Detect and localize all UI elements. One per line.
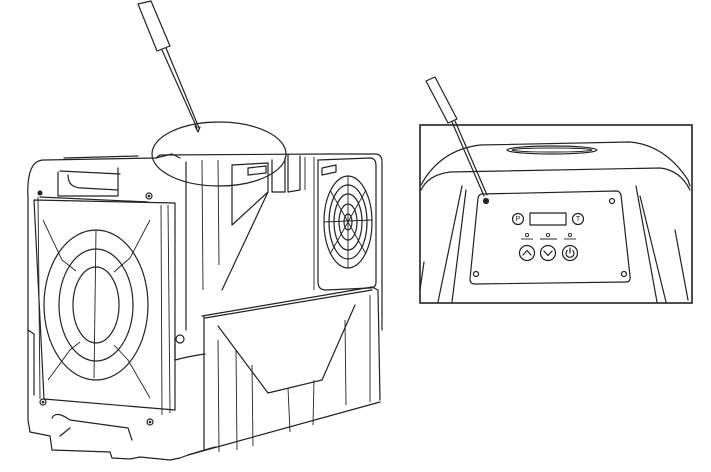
control-panel: P T xyxy=(469,190,631,285)
screw-icon xyxy=(39,398,47,406)
up-button[interactable] xyxy=(518,244,536,262)
timer-button[interactable]: T xyxy=(571,212,585,226)
program-button[interactable]: P xyxy=(511,212,525,226)
screwdriver-icon xyxy=(425,76,488,203)
screw-icon xyxy=(608,197,616,205)
inset-frame xyxy=(419,124,693,304)
down-button[interactable] xyxy=(539,244,557,262)
led-icon xyxy=(524,232,530,238)
screw-icon xyxy=(145,192,153,200)
chevron-up-icon xyxy=(522,249,532,256)
timer-button-label: T xyxy=(576,216,581,223)
screw-icon xyxy=(472,270,480,278)
right-fan-grille xyxy=(317,157,377,291)
program-button-label: P xyxy=(516,216,521,223)
main-view xyxy=(27,0,383,461)
detail-inset: P T xyxy=(419,76,693,304)
screwdriver-icon xyxy=(137,0,201,133)
power-button[interactable] xyxy=(561,244,579,262)
screw-icon xyxy=(620,270,628,278)
top-handle-slot xyxy=(506,145,598,155)
indicator-leds xyxy=(521,232,576,240)
left-fan-grille xyxy=(33,190,176,426)
power-icon xyxy=(565,249,575,258)
latch-icon xyxy=(175,334,185,344)
chevron-down-icon xyxy=(543,250,553,257)
led-icon xyxy=(545,232,551,238)
led-icon xyxy=(567,232,573,238)
lcd-display xyxy=(529,212,567,226)
screw-icon xyxy=(146,418,154,426)
screw-icon xyxy=(482,197,490,205)
screw-icon xyxy=(37,190,43,196)
